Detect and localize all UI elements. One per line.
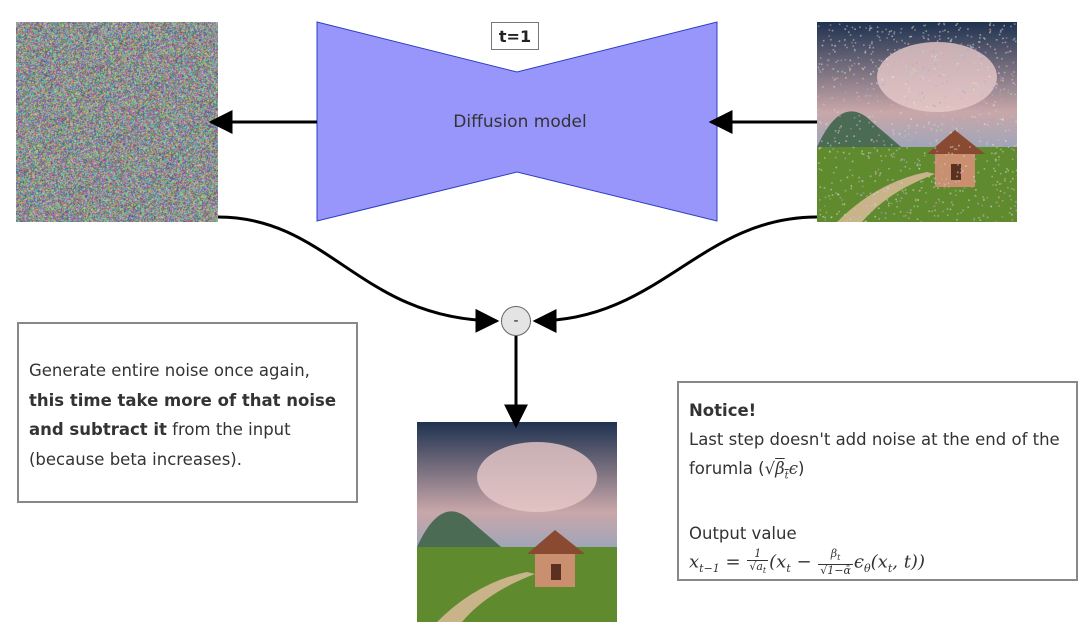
note-bold-text: this time take more of that noise and su… bbox=[29, 390, 337, 440]
landscape-drawing bbox=[417, 422, 617, 622]
noise-image bbox=[16, 22, 218, 222]
timestep-label: t=1 bbox=[491, 22, 539, 50]
output-image bbox=[416, 422, 618, 622]
output-value-label: Output value bbox=[689, 524, 797, 544]
diffusion-model-label: Diffusion model bbox=[453, 112, 587, 132]
note-text-end: from the input (because beta increases). bbox=[29, 420, 291, 469]
subtract-node: - bbox=[501, 306, 531, 336]
notice-title: Notice! bbox=[689, 401, 757, 420]
explanation-note: Generate entire noise once again, this t… bbox=[17, 322, 358, 503]
noisy-input-image bbox=[817, 22, 1017, 222]
notice-line-2: forumla (√βtϵ) bbox=[689, 459, 805, 482]
curve-input-to-subtract bbox=[532, 215, 818, 333]
notice-note: Notice! Last step doesn't add noise at t… bbox=[677, 381, 1078, 581]
landscape-drawing bbox=[817, 22, 1017, 222]
curve-noise-to-subtract bbox=[217, 215, 500, 333]
noise-pixels bbox=[16, 22, 218, 222]
note-text: Generate entire noise once again, bbox=[29, 361, 310, 380]
notice-line-1: Last step doesn't add noise at the end o… bbox=[689, 430, 1060, 449]
noise-term-formula: √βtϵ bbox=[764, 459, 798, 482]
